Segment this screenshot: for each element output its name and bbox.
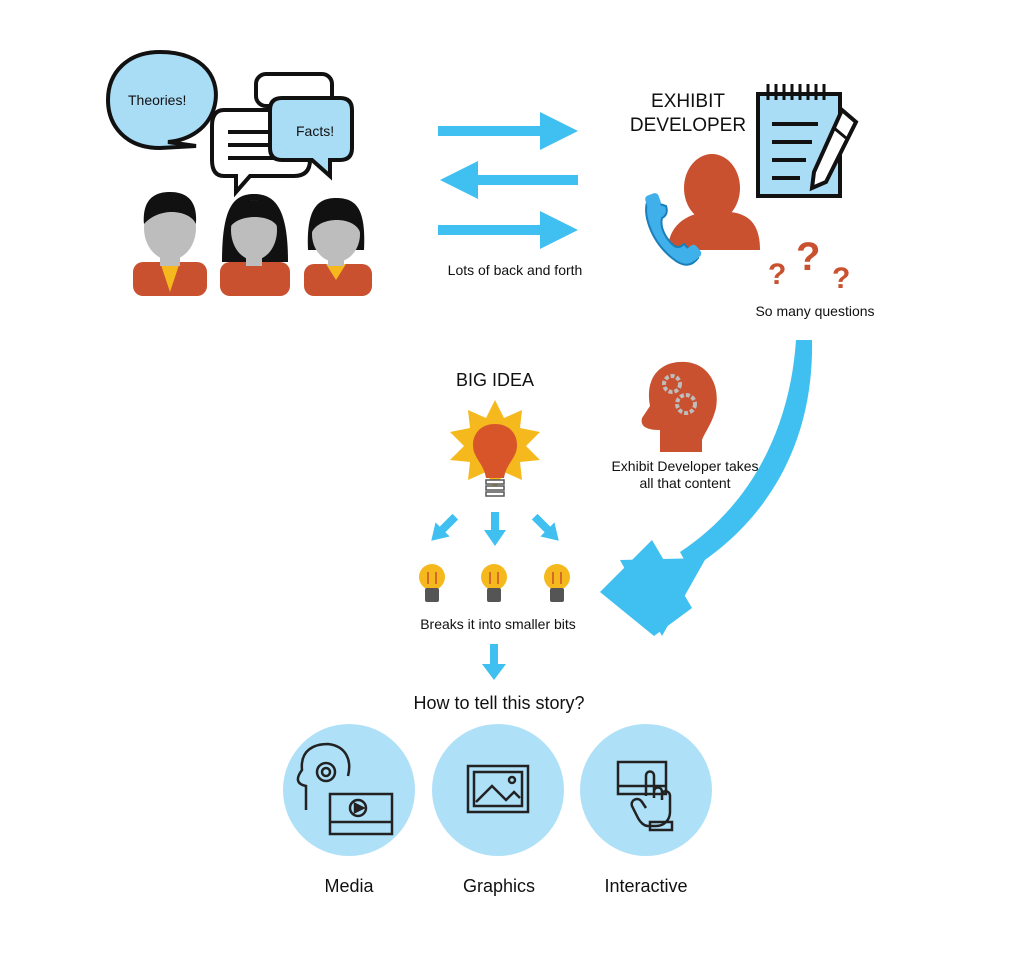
expert-man (133, 192, 207, 296)
developer-title-line2: DEVELOPER (629, 115, 747, 136)
graphics-circle (432, 724, 564, 856)
arrow-left-middle (440, 161, 578, 199)
takes-content-line2: all that content (639, 475, 731, 491)
expert-person-three (304, 198, 372, 296)
media-icon (296, 742, 394, 836)
small-bulb-icon-3 (544, 564, 570, 602)
small-bulb-icon-2 (481, 564, 507, 602)
developer-title-line1: EXHIBIT (651, 91, 725, 112)
facts-text: Facts! (296, 123, 335, 139)
arrow-down-to-question (482, 644, 506, 680)
big-idea-bulb-icon (450, 400, 540, 497)
media-circle (283, 724, 415, 856)
arrow-down-left (431, 513, 459, 541)
question-marks-icon: ? ? ? (768, 235, 850, 295)
questions-label: So many questions (755, 303, 875, 319)
media-label: Media (324, 876, 374, 896)
svg-text:?: ? (832, 262, 850, 295)
theories-bubble (105, 49, 218, 151)
arrow-down (484, 512, 506, 546)
theories-text: Theories! (128, 92, 187, 108)
big-idea-label: BIG IDEA (455, 370, 535, 390)
arrow-down-right (531, 513, 559, 541)
svg-text:?: ? (796, 235, 820, 279)
developer-silhouette (668, 154, 760, 250)
takes-content-line1: Exhibit Developer takes (611, 458, 759, 474)
expert-woman (220, 194, 290, 296)
graphics-label: Graphics (462, 876, 536, 896)
phone-icon (645, 193, 702, 266)
facts-bubble (268, 96, 354, 181)
arrow-right-top (438, 112, 578, 150)
svg-text:?: ? (768, 258, 786, 291)
touchscreen-icon (616, 760, 674, 832)
breaks-label: Breaks it into smaller bits (420, 616, 576, 632)
small-bulb-icon-1 (419, 564, 445, 602)
image-icon (466, 764, 530, 814)
how-to-tell-label: How to tell this story? (413, 693, 585, 713)
pencil-icon (809, 106, 859, 192)
interactive-label: Interactive (604, 876, 688, 896)
back-and-forth-label: Lots of back and forth (447, 262, 583, 278)
arrow-right-bottom (438, 211, 578, 249)
interactive-circle (580, 724, 712, 856)
split-arrows (431, 512, 559, 546)
curved-arrow (600, 340, 813, 636)
head-gears-icon (641, 361, 717, 452)
